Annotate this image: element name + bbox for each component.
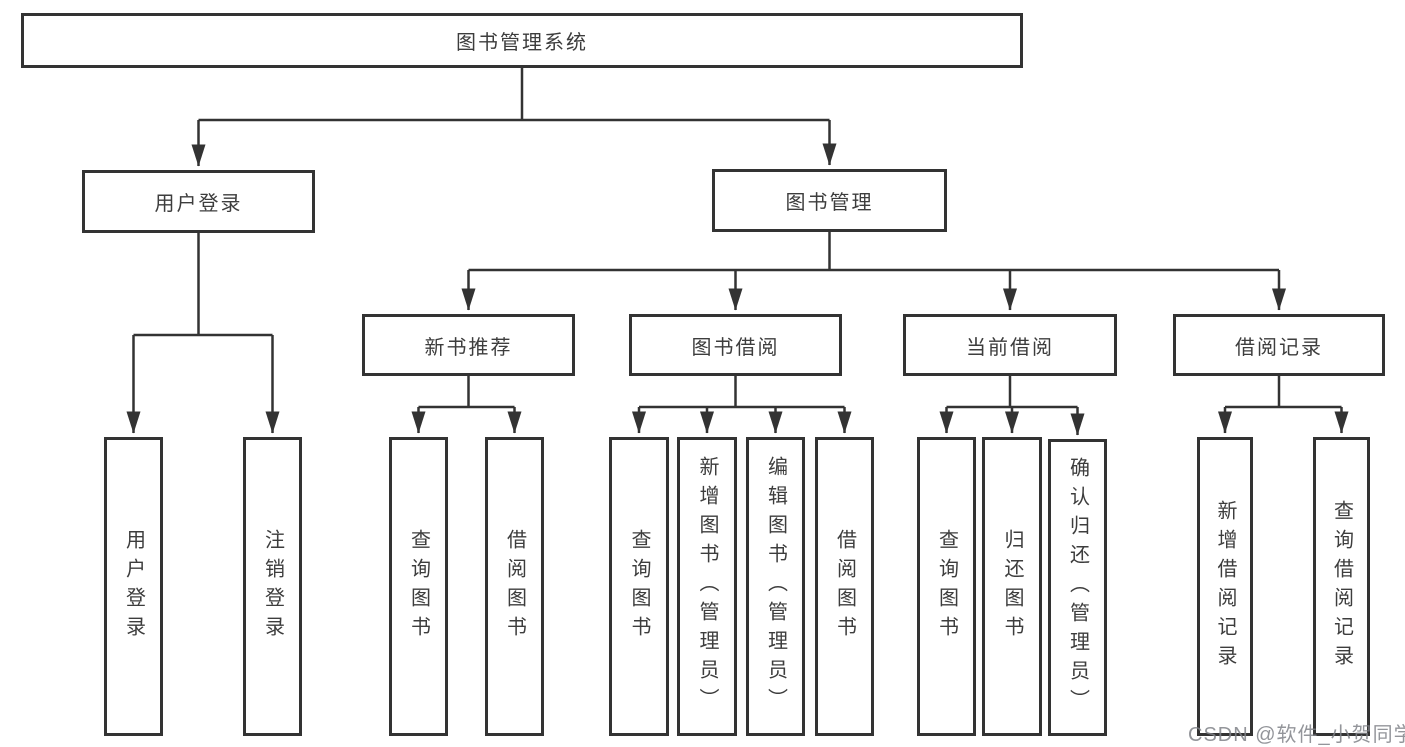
node-book-management: 图书管理 bbox=[712, 169, 947, 232]
node-add-books-admin: 新增图书（管理员） bbox=[677, 437, 737, 736]
node-user-login: 用户登录 bbox=[82, 170, 315, 233]
node-book-borrowing: 图书借阅 bbox=[629, 314, 842, 376]
node-label: 查询图书 bbox=[628, 528, 650, 645]
node-label: 确认归还（管理员） bbox=[1066, 457, 1089, 718]
node-new-book-recommend: 新书推荐 bbox=[362, 314, 575, 376]
node-label: 图书借阅 bbox=[691, 336, 780, 359]
node-edit-books-admin: 编辑图书（管理员） bbox=[746, 437, 805, 736]
node-label: 借阅图书 bbox=[503, 528, 526, 645]
node-borrow-books-borrowing: 借阅图书 bbox=[815, 437, 874, 736]
node-borrowing-records: 借阅记录 bbox=[1173, 314, 1385, 376]
csdn-watermark: CSDN @软件_小贺同学 bbox=[1188, 724, 1405, 746]
node-label: 当前借阅 bbox=[966, 336, 1054, 359]
node-label: 图书管理系统 bbox=[456, 32, 588, 54]
node-logout-action: 注销登录 bbox=[243, 437, 302, 736]
node-label: 用户登录 bbox=[122, 528, 145, 645]
node-confirm-return-admin: 确认归还（管理员） bbox=[1048, 439, 1107, 736]
connector-current-borrowing-children bbox=[939, 376, 1085, 436]
node-query-books-borrowing: 查询图书 bbox=[609, 437, 669, 736]
node-label: 新书推荐 bbox=[424, 336, 513, 359]
node-user-login-action: 用户登录 bbox=[104, 437, 163, 736]
node-label: 编辑图书（管理员） bbox=[764, 456, 787, 717]
node-return-books: 归还图书 bbox=[982, 437, 1042, 736]
connector-new-book-recommend-children bbox=[411, 376, 522, 434]
node-label: 查询图书 bbox=[935, 528, 958, 645]
node-label: 新增图书（管理员） bbox=[696, 456, 718, 717]
node-label: 新增借阅记录 bbox=[1214, 499, 1236, 674]
node-label: 图书管理 bbox=[785, 192, 874, 214]
node-label: 借阅图书 bbox=[833, 528, 856, 645]
node-add-borrow-record: 新增借阅记录 bbox=[1197, 437, 1253, 736]
node-label: 查询借阅记录 bbox=[1330, 499, 1353, 674]
connector-book-management-children bbox=[461, 232, 1286, 311]
connector-root-to-level2 bbox=[191, 68, 837, 167]
node-label: 注销登录 bbox=[261, 528, 284, 645]
node-library-management-system: 图书管理系统 bbox=[21, 13, 1023, 68]
node-label: 归还图书 bbox=[1001, 528, 1023, 645]
connector-user-login-children bbox=[126, 233, 280, 434]
connector-book-borrowing-children bbox=[632, 376, 852, 434]
node-label: 借阅记录 bbox=[1235, 336, 1323, 359]
node-query-books-recommend: 查询图书 bbox=[389, 437, 448, 736]
node-query-books-current: 查询图书 bbox=[917, 437, 976, 736]
node-current-borrowing: 当前借阅 bbox=[903, 314, 1117, 376]
connector-borrowing-records-children bbox=[1218, 376, 1349, 434]
node-label: 查询图书 bbox=[407, 528, 430, 645]
node-label: 用户登录 bbox=[154, 193, 243, 215]
node-borrow-books-recommend: 借阅图书 bbox=[485, 437, 544, 736]
node-query-borrow-record: 查询借阅记录 bbox=[1313, 437, 1370, 736]
